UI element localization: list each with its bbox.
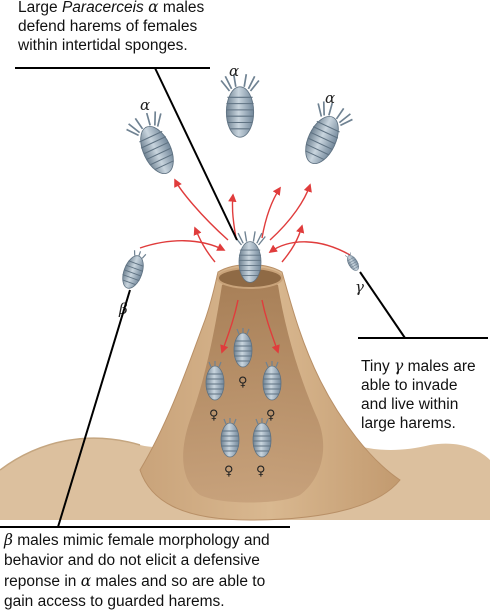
caption-right-symbol: γ xyxy=(394,357,404,375)
gamma-label: γ xyxy=(355,278,364,296)
caption-top-genus: Paracerceis xyxy=(61,0,144,16)
caption-bottom-line-4: gain access to guarded harems. xyxy=(4,593,225,610)
female-symbol-1: ♀ xyxy=(238,375,248,390)
female-symbol-4: ♀ xyxy=(224,464,234,479)
arrow-to-alpha-left xyxy=(174,178,229,241)
movement-arrows xyxy=(139,178,351,354)
caption-top-line-2: defend harems of females xyxy=(18,18,198,35)
right-caption-leader xyxy=(359,271,406,339)
arrow-side-left xyxy=(193,226,216,263)
caption-bottom-symbol: β xyxy=(4,531,13,549)
arrow-to-alpha-center-left xyxy=(228,193,237,239)
alpha-male-left xyxy=(123,106,186,182)
bottom-caption-leader xyxy=(57,289,131,528)
alpha-label-left: α xyxy=(140,96,150,114)
caption-bottom-line-3-symbol: α xyxy=(80,572,92,590)
caption-right-text-1: Tiny xyxy=(361,358,395,375)
arrow-to-alpha-right xyxy=(269,183,312,241)
caption-top-text-2: males xyxy=(158,0,205,16)
gamma-male xyxy=(343,250,362,273)
beta-label: β xyxy=(118,300,128,318)
arrow-side-right xyxy=(281,224,305,263)
caption-right-line-2: able to invade xyxy=(361,377,458,394)
caption-gamma-males: Tiny γ males are able to invade and live… xyxy=(361,357,490,433)
caption-right-line-3: and live within xyxy=(361,396,459,413)
caption-top-symbol: α xyxy=(148,0,159,16)
arrow-down-right xyxy=(261,299,280,354)
caption-right-line-4: large harems. xyxy=(361,415,456,432)
caption-alpha-males: Large Paracerceis α males defend harems … xyxy=(18,0,308,55)
sponge-cavity xyxy=(183,282,324,503)
arrow-from-left xyxy=(139,240,226,251)
caption-bottom-line-3b: males and so are able to xyxy=(91,573,266,590)
top-caption-leader xyxy=(154,67,238,241)
female-symbol-5: ♀ xyxy=(256,464,266,479)
arrow-to-alpha-center-right xyxy=(261,186,281,239)
caption-bottom-line-3a: reponse in xyxy=(4,573,81,590)
alpha-male-right xyxy=(293,96,356,172)
alpha-male-center xyxy=(220,73,260,139)
caption-bottom-line-2: behavior and do not elicit a defensive xyxy=(4,552,260,569)
alpha-label-right: α xyxy=(325,89,335,107)
beta-male xyxy=(118,247,150,292)
caption-beta-males: β males mimic female morphology and beha… xyxy=(4,530,304,612)
leader-lines xyxy=(0,67,488,528)
female-symbol-2: ♀ xyxy=(209,408,219,423)
caption-right-text-2: males are xyxy=(403,358,476,375)
arrow-down-left xyxy=(220,299,239,354)
arrow-from-right xyxy=(268,241,351,256)
caption-top-line-3: within intertidal sponges. xyxy=(18,37,188,54)
caption-bottom-text-1: males mimic female morphology and xyxy=(12,532,270,549)
caption-top-text-1: Large xyxy=(18,0,62,16)
female-symbol-3: ♀ xyxy=(266,408,276,423)
alpha-label-center: α xyxy=(229,62,239,80)
